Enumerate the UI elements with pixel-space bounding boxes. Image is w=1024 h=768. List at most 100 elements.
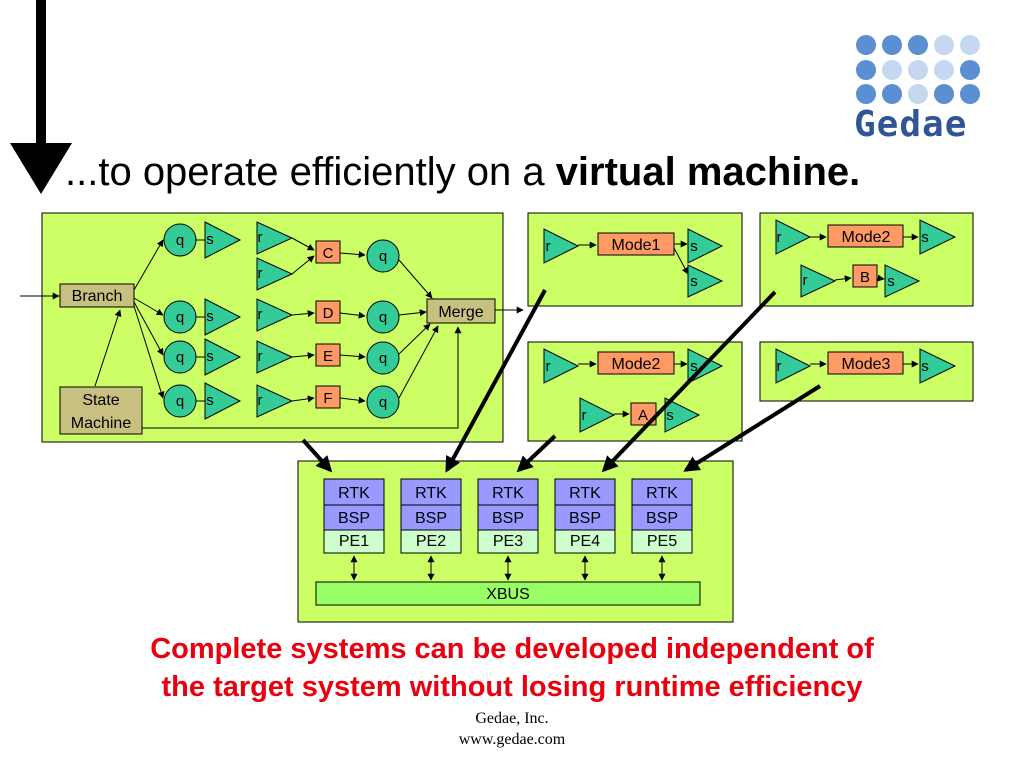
svg-text:s: s [690, 238, 698, 255]
svg-text:r: r [258, 265, 263, 282]
pe-cell-label: PE4 [570, 533, 600, 550]
bsp-cell-bg [323, 504, 385, 531]
rtk-cell-bg [631, 478, 693, 506]
footer: Gedae, Inc. www.gedae.com [412, 708, 612, 750]
process-box-c: C [315, 240, 341, 264]
mode2-box: Mode2 [827, 224, 904, 248]
svg-text:XBUS: XBUS [486, 586, 530, 603]
svg-text:s: s [690, 358, 698, 375]
svg-text:s: s [921, 358, 929, 375]
source-node: r [543, 228, 580, 264]
source-node: r [543, 348, 580, 384]
svg-text:C: C [323, 245, 334, 262]
caption-line-1: Complete systems can be developed indepe… [150, 633, 874, 665]
pe-cell-label: PE1 [339, 533, 369, 550]
rtk-cell-bg [554, 478, 616, 506]
sink-node: s [919, 219, 957, 255]
sink-node: s [687, 228, 724, 264]
svg-text:A: A [638, 407, 648, 424]
mapping-arrows [301, 289, 822, 473]
state-machine-label-2: Machine [71, 415, 132, 432]
footer-website: www.gedae.com [458, 731, 566, 748]
pe-cell-bg [477, 529, 539, 554]
svg-text:r: r [546, 238, 551, 255]
queue-node: q [366, 300, 400, 334]
logo-wordmark: Gedae [854, 104, 968, 145]
svg-text:r: r [546, 358, 551, 375]
bsp-cell-label: BSP [569, 510, 601, 527]
sink-node: s [204, 338, 242, 376]
svg-text:s: s [921, 229, 929, 246]
footer-company: Gedae, Inc. [475, 710, 549, 727]
source-node: r [579, 397, 616, 433]
pe-cell-bg [554, 529, 616, 554]
state-machine-box: State Machine [59, 386, 143, 435]
bsp-cell-label: BSP [338, 510, 370, 527]
mode3-box: Mode3 [827, 351, 904, 375]
queue-node: q [163, 340, 197, 374]
svg-text:Mode3: Mode3 [842, 356, 891, 373]
svg-text:s: s [206, 308, 214, 325]
bsp-cell-bg [631, 504, 693, 531]
sink-node: s [204, 382, 242, 420]
svg-text:s: s [206, 392, 214, 409]
bsp-cell-label: BSP [492, 510, 524, 527]
bsp-cell-label: BSP [415, 510, 447, 527]
pe-stack: RTK BSP PE1 [323, 478, 385, 581]
svg-text:q: q [176, 309, 184, 326]
svg-text:r: r [258, 348, 263, 365]
source-node: r [256, 221, 294, 255]
bsp-cell-label: BSP [646, 510, 678, 527]
process-box-d: D [315, 300, 341, 324]
sink-node: s [687, 264, 724, 298]
svg-text:s: s [887, 273, 895, 290]
svg-text:Mode2: Mode2 [842, 229, 891, 246]
mode2-box: Mode2 [597, 351, 675, 375]
svg-text:Merge: Merge [438, 304, 483, 321]
queue-node: q [366, 239, 400, 273]
sink-node: s [204, 221, 242, 259]
branch-box: Branch [59, 283, 135, 308]
source-node: r [256, 298, 294, 332]
mode1-panel [527, 212, 743, 307]
queue-node: q [366, 385, 400, 419]
svg-text:F: F [323, 390, 332, 407]
svg-text:q: q [379, 350, 387, 367]
caption-line-2: the target system without losing runtime… [161, 671, 863, 703]
title-bold: virtual machine. [555, 150, 861, 194]
svg-text:r: r [777, 358, 782, 375]
xbus-bar: XBUS [315, 581, 701, 606]
branch-label: Branch [72, 288, 123, 305]
pe-cell-label: PE3 [493, 533, 523, 550]
rtk-cell-bg [477, 478, 539, 506]
svg-text:s: s [666, 407, 674, 424]
svg-text:s: s [690, 273, 698, 290]
source-node: r [256, 384, 294, 418]
rtk-cell-label: RTK [338, 485, 370, 502]
queue-node: q [366, 341, 400, 375]
pe-group: RTKBSPPE1RTKBSPPE2RTKBSPPE3RTKBSPPE4RTKB… [323, 478, 693, 581]
pe-cell-bg [323, 529, 385, 554]
svg-text:q: q [379, 309, 387, 326]
svg-text:Mode1: Mode1 [612, 237, 661, 254]
process-box-e: E [315, 343, 341, 367]
source-node: r [775, 219, 812, 255]
mode1-box: Mode1 [597, 232, 675, 256]
svg-text:r: r [777, 229, 782, 246]
rtk-cell-label: RTK [646, 485, 678, 502]
svg-text:r: r [258, 392, 263, 409]
queue-node: q [163, 223, 197, 257]
sink-node: s [204, 298, 242, 336]
svg-text:E: E [323, 348, 333, 365]
down-arrow-icon [10, 0, 72, 194]
caption: Complete systems can be developed indepe… [40, 630, 984, 706]
pe-cell-bg [400, 529, 462, 554]
svg-text:q: q [176, 232, 184, 249]
svg-text:Mode2: Mode2 [612, 356, 661, 373]
source-node: r [775, 348, 812, 384]
